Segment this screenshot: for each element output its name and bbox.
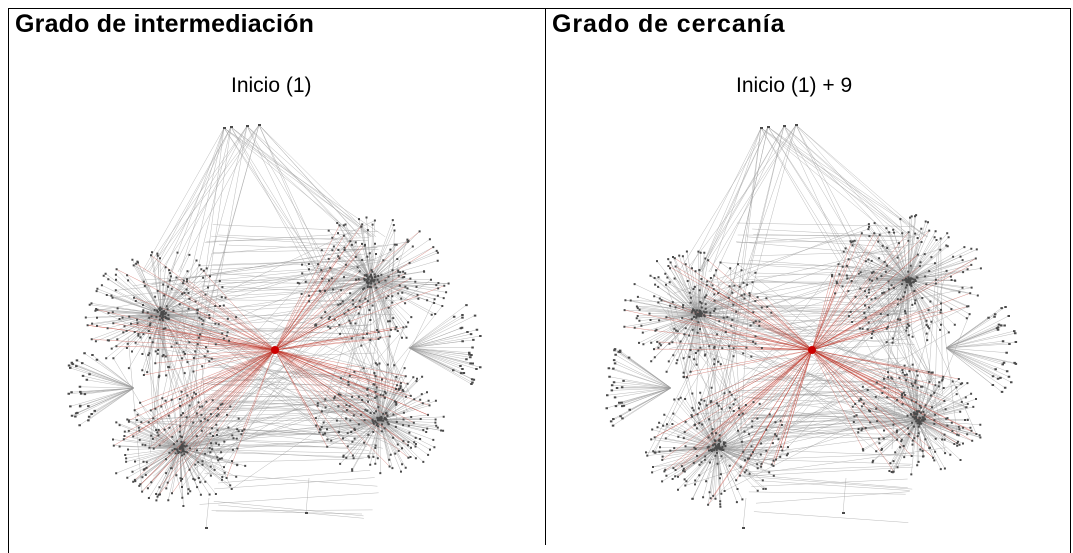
panel-closeness: Grado de cercanía Inicio (1) + 9 bbox=[546, 8, 1070, 545]
network-edges bbox=[68, 124, 481, 529]
panel-heading: Grado de cercanía bbox=[552, 10, 786, 38]
network-graph bbox=[605, 124, 1018, 529]
panel-subtitle: Inicio (1) bbox=[231, 74, 312, 97]
highlight-edges-layer bbox=[87, 224, 445, 495]
hub-node bbox=[808, 346, 816, 354]
hub-node bbox=[271, 346, 279, 354]
network-nodes bbox=[67, 124, 482, 529]
network-nodes bbox=[605, 124, 1018, 529]
edges-layer bbox=[68, 124, 481, 529]
panel-betweenness: Grado de intermediación Inicio (1) bbox=[9, 8, 545, 545]
hub-edges bbox=[87, 224, 445, 495]
edges-layer bbox=[606, 124, 1016, 529]
panel-heading: Grado de intermediación bbox=[15, 10, 315, 38]
panel-divider bbox=[545, 8, 546, 545]
highlight-edges-layer bbox=[624, 230, 977, 505]
network-graph bbox=[67, 124, 482, 529]
nodes-layer bbox=[67, 124, 482, 529]
network-edges bbox=[606, 124, 1016, 529]
panel-subtitle: Inicio (1) + 9 bbox=[736, 74, 853, 97]
nodes-layer bbox=[605, 124, 1018, 529]
hub-edges bbox=[624, 230, 977, 505]
